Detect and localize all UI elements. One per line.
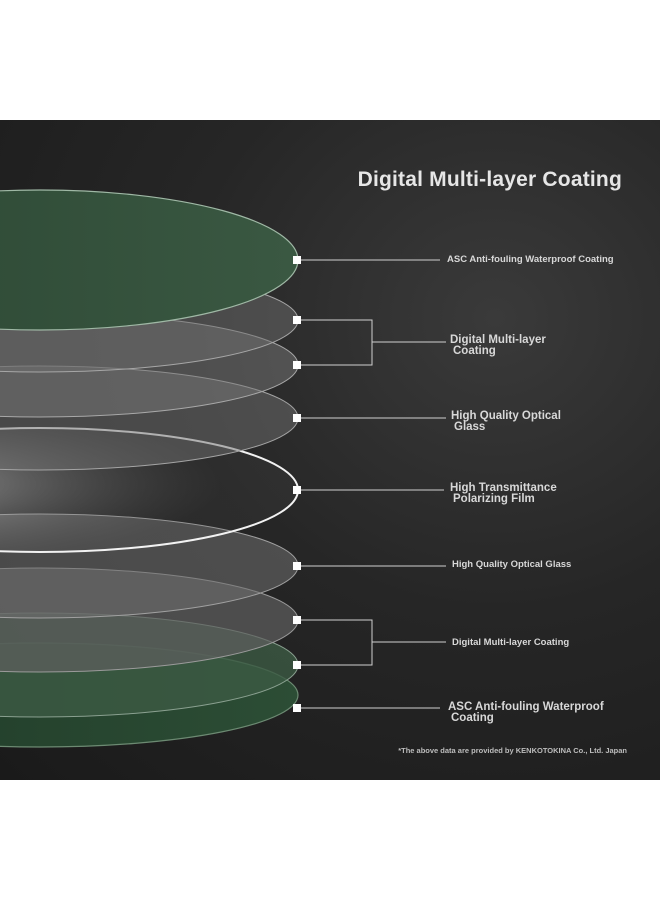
layer-label-4-line1: High Transmittance: [450, 482, 557, 494]
layer-label-3: High Quality Optical Glass: [451, 410, 561, 433]
layer-label-2-line2: Coating: [453, 345, 496, 357]
layer-label-7-line2: Coating: [451, 712, 494, 724]
layer-label-5-line1: High Quality Optical Glass: [452, 559, 572, 570]
layer-label-2: Digital Multi-layer Coating: [450, 334, 546, 357]
leader-lines: [297, 259, 446, 709]
layer-label-5: High Quality Optical Glass: [452, 559, 571, 570]
layer-label-4: High Transmittance Polarizing Film: [450, 482, 557, 505]
layer-label-1: ASC Anti-fouling Waterproof Coating: [447, 254, 614, 265]
layer-label-1-line1: ASC Anti-fouling Waterproof Coating: [447, 254, 614, 265]
layer-label-4-line2: Polarizing Film: [453, 493, 535, 505]
diagram-title: Digital Multi-layer Coating: [357, 168, 622, 191]
marker-squares: [293, 256, 301, 712]
layer-label-3-line2: Glass: [454, 421, 486, 433]
layer-label-2-line1: Digital Multi-layer: [450, 334, 546, 346]
layer-label-7-line1: ASC Anti-fouling Waterproof: [448, 701, 604, 713]
layer-label-7: ASC Anti-fouling Waterproof Coating: [448, 701, 604, 724]
layer-stack-diagram: [0, 189, 446, 748]
layer-label-6-line1: Digital Multi-layer Coating: [452, 637, 570, 648]
source-note: *The above data are provided by KENKOTOK…: [398, 746, 627, 755]
layer-label-6: Digital Multi-layer Coating: [452, 637, 569, 648]
diagram-panel: Digital Multi-layer Coating ASC Anti-fou…: [0, 120, 660, 780]
layer-label-3-line1: High Quality Optical: [451, 410, 561, 422]
